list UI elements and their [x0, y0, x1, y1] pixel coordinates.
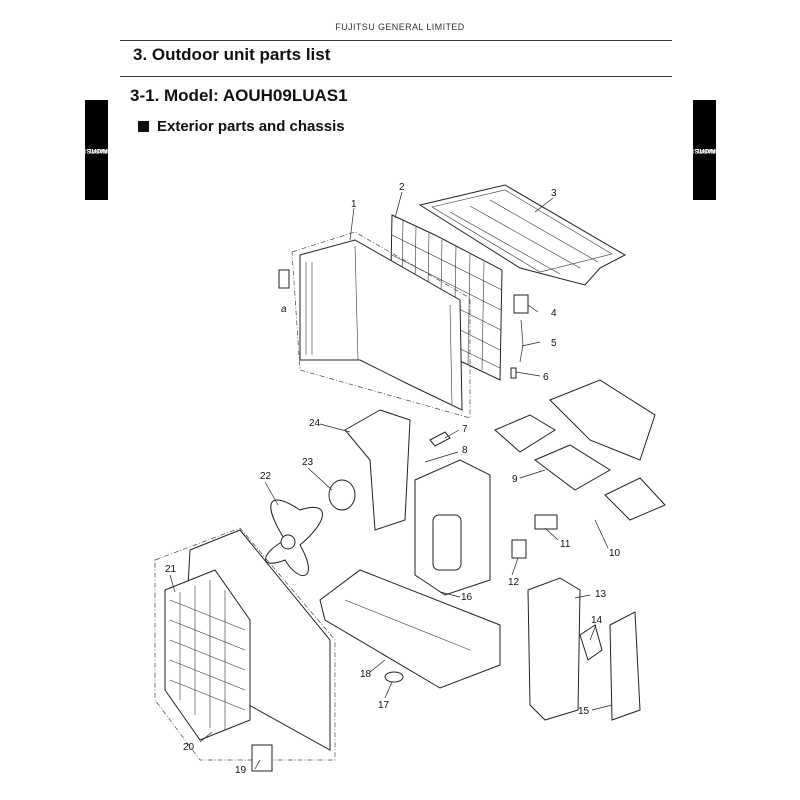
- callout-23: 23: [302, 457, 314, 468]
- square-bullet-icon: [138, 121, 149, 132]
- part-motor-bracket: [344, 409, 451, 531]
- callout-5: 5: [551, 338, 557, 349]
- part-top-panel: [418, 184, 627, 286]
- part-heat-exchanger: [278, 231, 471, 419]
- model-title: 3-1. Model: AOUH09LUAS1: [130, 86, 348, 105]
- callout-9: 9: [512, 474, 518, 485]
- callout-4: 4: [551, 308, 557, 319]
- callout-18: 18: [360, 669, 372, 680]
- callout-24: 24: [309, 418, 321, 429]
- callout-3: 3: [551, 188, 557, 199]
- part-small-items-4-6: [510, 294, 529, 379]
- callout-8: 8: [462, 445, 468, 456]
- subsection-title: Exterior parts and chassis: [138, 118, 345, 135]
- sub-label-a: a: [281, 304, 287, 315]
- part-side-panels: [527, 577, 641, 721]
- part-base-pan: [319, 569, 501, 689]
- callout-13: 13: [595, 589, 607, 600]
- callout-11: 11: [560, 539, 571, 550]
- header-rule: [120, 40, 672, 41]
- callout-2: 2: [399, 182, 405, 193]
- part-controller-assembly: [494, 379, 666, 521]
- callout-leaders: [169, 191, 613, 770]
- part-fan-and-motor: [265, 479, 356, 577]
- subsection-title-text: Exterior parts and chassis: [157, 118, 345, 135]
- callout-14: 14: [591, 615, 603, 626]
- callout-6: 6: [543, 372, 549, 383]
- company-header: FUJITSU GENERAL LIMITED: [335, 22, 465, 32]
- callout-16: 16: [461, 592, 473, 603]
- callout-21: 21: [165, 564, 177, 575]
- callout-1: 1: [351, 199, 357, 210]
- callout-12: 12: [508, 577, 520, 588]
- section-title: 3. Outdoor unit parts list: [133, 45, 331, 64]
- callout-15: 15: [578, 706, 590, 717]
- callout-19: 19: [235, 765, 247, 776]
- callout-17: 17: [378, 700, 390, 711]
- callout-7: 7: [462, 424, 468, 435]
- callout-labels: 1 2 3 4 5 6 7 8 9 10 11 12 13 14 15 16 1…: [165, 182, 621, 776]
- part-front-panel: [154, 527, 336, 772]
- part-compressor-assembly: [414, 459, 558, 596]
- callout-22: 22: [260, 471, 272, 482]
- callout-10: 10: [609, 548, 621, 559]
- section-rule: [120, 76, 672, 77]
- callout-20: 20: [183, 742, 195, 753]
